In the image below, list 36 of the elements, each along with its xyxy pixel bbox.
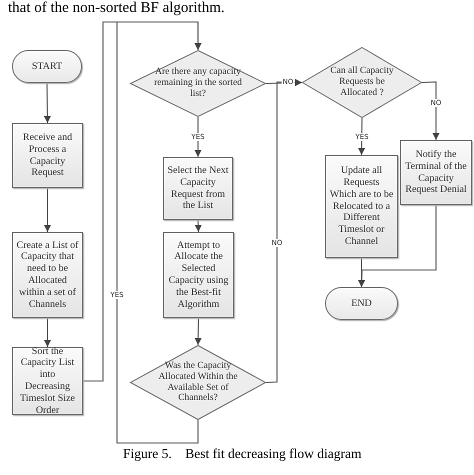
arrow xyxy=(44,318,51,347)
arrow xyxy=(358,205,437,288)
process-box xyxy=(163,232,234,318)
process-box xyxy=(325,155,398,258)
node-label: Create a List of Capacity that need to be Allocated within a set of Channels xyxy=(16,240,79,310)
process-box xyxy=(12,232,83,318)
arrow xyxy=(44,83,51,123)
decision-diamond xyxy=(302,47,422,118)
terminal-box xyxy=(12,50,82,83)
node-label: Notify the Terminal of the Capacity Request Denial xyxy=(404,148,468,196)
node-label: Attempt to Allocate the Selected Capacity using the Best-fit Algorithm xyxy=(168,240,230,310)
figure-caption: Figure 5. Best fit decreasing flow diagram xyxy=(123,446,362,462)
arrow xyxy=(358,118,366,155)
arrow xyxy=(194,117,202,157)
body-text: that of the non-sorted BF algorithm. xyxy=(8,0,225,17)
arrow xyxy=(194,220,202,232)
decision-diamond xyxy=(130,345,266,420)
node-label: START xyxy=(32,60,62,72)
terminal-box xyxy=(325,287,398,320)
process-box xyxy=(12,347,83,415)
node-label: Select the Next Capacity Request from the List xyxy=(167,164,229,212)
node-label: Sort the Capacity List into Decreasing Timeslot Size Order xyxy=(19,346,76,416)
node-label: Update all Requests Which are to be Relocated to a Different Timeslot or Channel xyxy=(329,165,394,248)
node-label: END xyxy=(351,298,372,310)
node-label: Are there any capacity remaining in the sorted list? xyxy=(153,67,243,100)
node-label: Can all Capacity Requests be Allocated ? xyxy=(329,66,395,99)
process-box xyxy=(400,140,472,205)
process-box xyxy=(163,157,233,220)
node-label: Receive and Process a Capacity Request xyxy=(22,132,74,180)
arrow xyxy=(194,318,202,345)
arrow xyxy=(44,188,51,232)
node-label: Was the Capacity Allocated Within the Available Set of Channels? xyxy=(157,360,239,404)
decision-diamond xyxy=(130,50,266,117)
arrow xyxy=(116,21,202,444)
process-box xyxy=(12,123,83,188)
arrow xyxy=(422,81,440,140)
